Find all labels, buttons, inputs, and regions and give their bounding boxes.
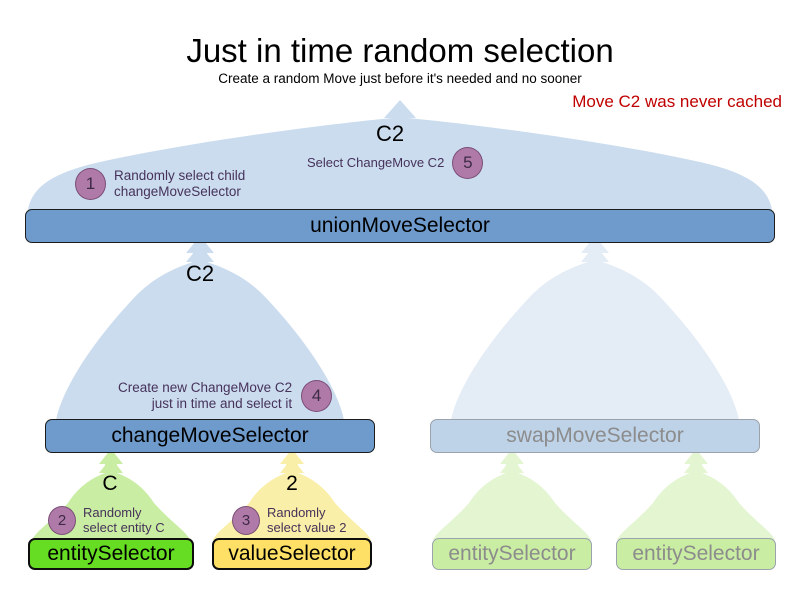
step-1-badge: 1 <box>75 168 106 200</box>
step-1-annotation: 1 Randomly select child changeMoveSelect… <box>75 168 245 200</box>
step-2-badge: 2 <box>48 505 76 535</box>
step-5-annotation: Select ChangeMove C2 5 <box>307 147 484 179</box>
node-entity-selector-faded-1[interactable]: entitySelector <box>432 538 592 570</box>
step-1-text: Randomly select child changeMoveSelector <box>114 168 246 199</box>
balloon-change <box>56 245 344 420</box>
node-change-move-selector[interactable]: changeMoveSelector <box>45 419 375 453</box>
node-entity-selector-faded-2[interactable]: entitySelector <box>616 538 776 570</box>
page-title: Just in time random selection <box>186 32 614 69</box>
step-2-annotation: 2 Randomly select entity C <box>48 505 165 536</box>
node-entity-selector[interactable]: entitySelector <box>28 538 194 570</box>
connector-arrows <box>99 236 708 473</box>
label-move-c2-top: C2 <box>375 121 405 146</box>
label-value-2: 2 <box>286 472 298 495</box>
balloon-swap <box>451 245 739 420</box>
balloon-union <box>28 100 772 210</box>
node-union-move-selector[interactable]: unionMoveSelector <box>25 209 775 243</box>
step-2-text: Randomly select entity C <box>83 505 165 536</box>
node-value-selector[interactable]: valueSelector <box>212 538 372 570</box>
balloon-entity-faded-2 <box>617 458 775 540</box>
label-entity-c: C <box>102 472 118 495</box>
step-4-text: Create new ChangeMove C2 just in time an… <box>118 380 293 411</box>
step-5-badge: 5 <box>452 147 484 179</box>
warning-note: Move C2 was never cached <box>572 92 782 111</box>
node-swap-move-selector[interactable]: swapMoveSelector <box>430 419 760 453</box>
step-3-annotation: 3 Randomly select value 2 <box>232 505 347 536</box>
step-3-badge: 3 <box>232 505 260 535</box>
step-5-text: Select ChangeMove C2 <box>307 155 445 171</box>
step-3-text: Randomly select value 2 <box>267 505 347 536</box>
balloon-entity-faded-1 <box>433 458 591 540</box>
step-4-annotation: Create new ChangeMove C2 just in time an… <box>118 380 333 412</box>
step-4-badge: 4 <box>301 380 333 412</box>
label-move-c2-middle: C2 <box>185 261 215 286</box>
page-subtitle: Create a random Move just before it's ne… <box>218 71 582 86</box>
